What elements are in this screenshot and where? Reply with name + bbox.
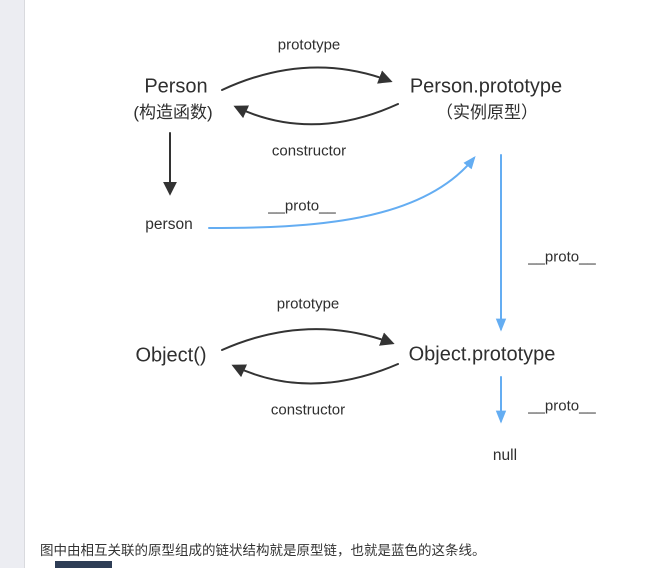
label-prototype-top: prototype: [277, 36, 341, 54]
node-object-prototype: Object.prototype: [408, 343, 556, 366]
caption-text: 图中由相互关联的原型组成的链状结构就是原型链，也就是蓝色的这条线。: [40, 542, 486, 558]
label-constructor-bottom: constructor: [270, 401, 346, 419]
edge-person-prototype-arrow: [221, 66, 393, 91]
node-person-constructor: Person: [144, 75, 208, 98]
label-proto-instance: __proto__: [268, 197, 336, 215]
cropped-element-top-edge: [55, 561, 112, 568]
edge-object-prototype-arrow: [221, 328, 395, 351]
edge-constructor-arrow-top: [233, 103, 399, 126]
edge-constructor-arrow-bottom: [231, 363, 399, 385]
label-constructor-top: constructor: [271, 142, 347, 160]
label-proto-bottom: __proto__: [528, 397, 596, 415]
node-null: null: [492, 447, 518, 465]
node-person-prototype-sub: （实例原型）: [436, 103, 538, 123]
page-left-margin: [0, 0, 25, 568]
node-person-instance: person: [145, 216, 193, 234]
label-proto-mid: __proto__: [528, 248, 596, 266]
node-object-constructor: Object(): [135, 344, 207, 367]
node-person-prototype: Person.prototype: [409, 75, 563, 98]
label-prototype-bottom: prototype: [276, 295, 340, 313]
node-person-constructor-sub: (构造函数): [133, 103, 213, 123]
edge-person-proto-curve: [208, 155, 476, 229]
